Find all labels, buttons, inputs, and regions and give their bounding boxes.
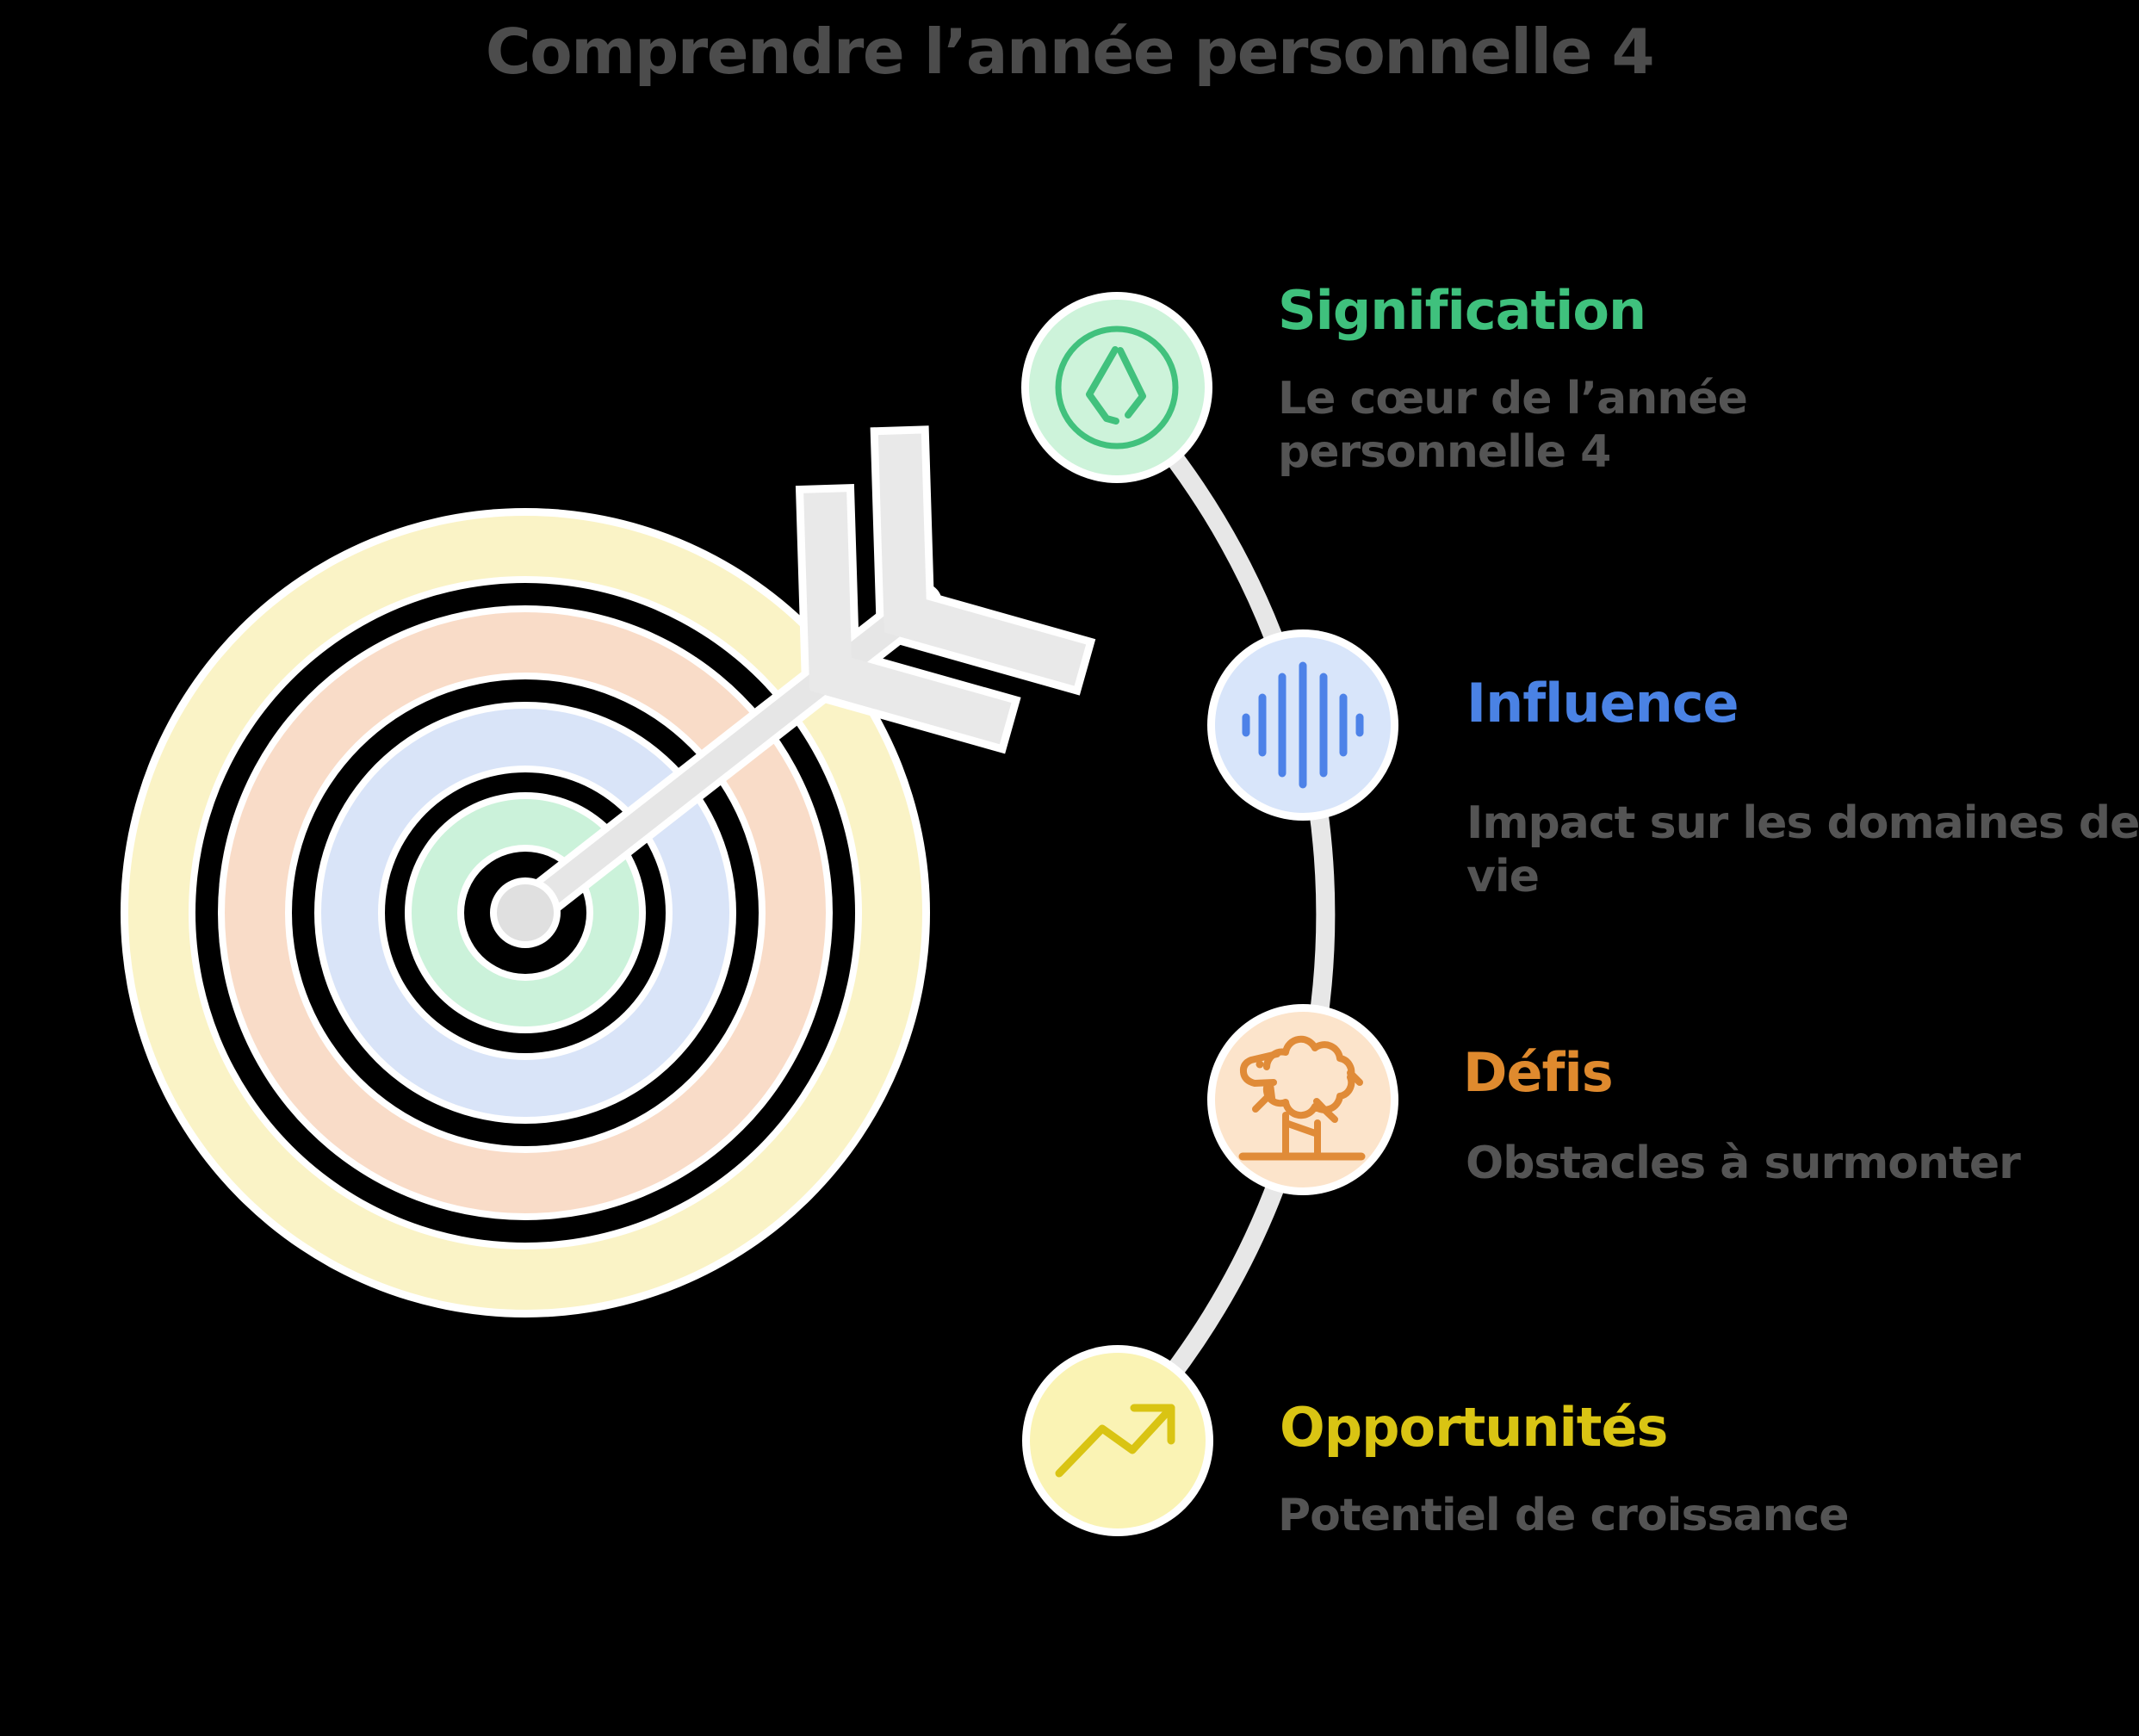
page-title: Comprendre l’année personnelle 4	[485, 16, 1655, 88]
arrow-impact-dot	[497, 884, 554, 941]
trend-up-icon	[1055, 1404, 1175, 1478]
timeline-arc	[1104, 376, 1336, 1453]
milestone-circle-influence	[1207, 629, 1398, 821]
item-description-signification: Le cœur de l’année personnelle 4	[1278, 373, 1748, 478]
item-title-opportunites: Opportunités	[1280, 1396, 1668, 1459]
angle-brackets-icon	[1055, 326, 1179, 450]
item-description-defis: Obstacles à surmonter	[1466, 1138, 2021, 1189]
sheep-jump-icon	[1238, 1035, 1366, 1161]
waveform-icon	[1242, 661, 1364, 789]
item-description-influence: Impact sur les domaines de vie	[1466, 797, 2139, 902]
item-description-opportunites: Potentiel de croissance	[1278, 1490, 1850, 1541]
item-title-signification: Signification	[1278, 279, 1646, 342]
arrow-icon	[522, 425, 1096, 920]
item-title-defis: Défis	[1463, 1041, 1614, 1104]
milestone-circle-opportunites	[1022, 1345, 1213, 1536]
item-title-influence: Influence	[1466, 672, 1739, 735]
milestone-circle-signification	[1021, 292, 1212, 483]
milestone-circle-defis	[1207, 1004, 1398, 1195]
